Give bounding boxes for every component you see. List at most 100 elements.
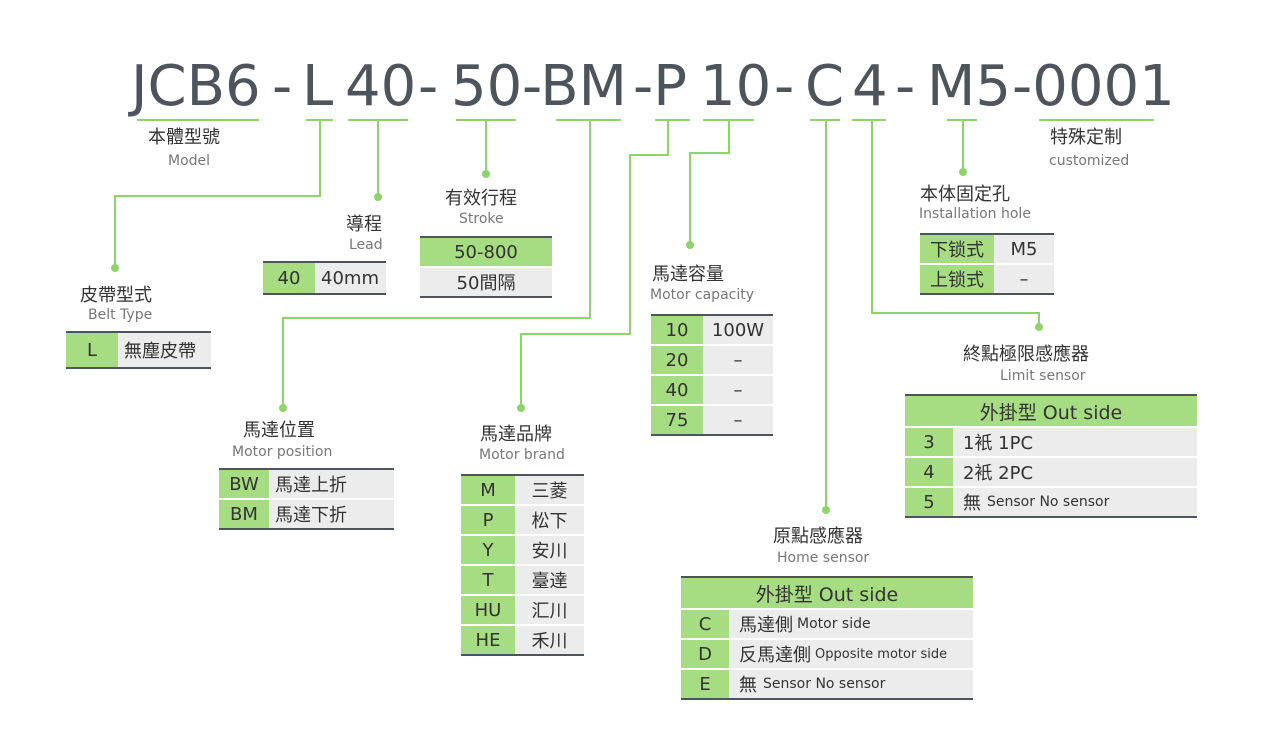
desc-cell: – — [703, 406, 773, 434]
code-cell: M — [461, 476, 515, 504]
desc-cell: – — [703, 346, 773, 374]
code-dash: - — [272, 54, 293, 119]
desc-en: Opposite motor side — [815, 646, 948, 662]
code-motor-capacity: 10 — [700, 54, 772, 119]
desc-cell: 松下 — [515, 506, 584, 534]
table-row: 40 – — [651, 376, 773, 406]
motor-position-label: 馬達位置 — [243, 420, 315, 441]
limit-sensor-label: 終點極限感應器 — [963, 344, 1089, 365]
table-row: P 松下 — [461, 506, 584, 536]
customized-label-en: customized — [1049, 153, 1130, 169]
lead-table: 40 40mm — [263, 261, 386, 295]
table-header: 外掛型 Out side — [905, 396, 1197, 428]
desc-zh: 反馬達側 — [739, 645, 811, 666]
code-cell: 上锁式 — [920, 265, 994, 293]
desc-cell: 無 Sensor No sensor — [953, 488, 1197, 516]
desc-cell: 無塵皮帶 — [118, 333, 211, 367]
home-sensor-label-en: Home sensor — [777, 550, 870, 566]
code-belt: L — [302, 54, 334, 119]
limit-sensor-label-en: Limit sensor — [1000, 368, 1086, 384]
desc-cell: 反馬達側 Opposite motor side — [729, 640, 973, 668]
code-cell: 3 — [905, 428, 953, 456]
code-series: JCB6 — [131, 54, 261, 119]
code-cell: HE — [461, 626, 515, 654]
code-limit-sensor: 4 — [852, 54, 888, 119]
desc-zh: 馬達側 — [739, 615, 793, 636]
code-cell: 40 — [651, 376, 703, 404]
table-header: 外掛型 Out side — [681, 578, 973, 610]
code-cell: C — [681, 610, 729, 638]
stroke-range-cell: 50-800 — [420, 238, 552, 266]
code-cell: D — [681, 640, 729, 668]
code-cell: 下锁式 — [920, 235, 994, 263]
table-row: HE 禾川 — [461, 626, 584, 654]
code-cell: E — [681, 670, 729, 698]
code-cell: L — [66, 333, 118, 367]
motor-capacity-label: 馬達容量 — [652, 264, 724, 285]
table-row: 50間隔 — [420, 268, 552, 296]
desc-cell: – — [994, 265, 1054, 293]
desc-zh: 無 — [739, 675, 757, 696]
motor-capacity-label-en: Motor capacity — [650, 287, 755, 303]
motor-position-table: BW 馬達上折 BM 馬達下折 — [219, 468, 394, 530]
desc-cell: 1衹 1PC — [953, 428, 1197, 456]
code-cell: T — [461, 566, 515, 594]
table-row: 4 2衹 2PC — [905, 458, 1197, 488]
table-row: 3 1衹 1PC — [905, 428, 1197, 458]
motor-brand-table: M 三菱 P 松下 Y 安川 T 臺達 HU 汇川 HE 禾川 — [461, 474, 584, 656]
table-row: L 無塵皮帶 — [66, 333, 211, 367]
table-row: BW 馬達上折 — [219, 470, 394, 500]
code-dash: - — [895, 54, 916, 119]
desc-cell: 馬達下折 — [269, 500, 394, 528]
motor-brand-label: 馬達品牌 — [480, 424, 552, 445]
code-cell: 4 — [905, 458, 953, 486]
code-cell: BM — [219, 500, 269, 528]
motor-brand-label-en: Motor brand — [479, 447, 565, 463]
desc-cell: 100W — [703, 316, 773, 344]
table-row: 50-800 — [420, 238, 552, 268]
desc-en: Sensor No sensor — [987, 494, 1110, 510]
code-motor-position: -BM — [522, 54, 627, 119]
table-row: 40 40mm — [263, 263, 386, 293]
code-cell: 10 — [651, 316, 703, 344]
install-hole-label-en: Installation hole — [919, 206, 1031, 222]
table-row: M 三菱 — [461, 476, 584, 506]
table-row: 10 100W — [651, 316, 773, 346]
code-cell: 40 — [263, 263, 315, 293]
code-home-sensor: C — [805, 54, 845, 119]
home-sensor-table: 外掛型 Out side C 馬達側 Motor side D 反馬達側 Opp… — [681, 576, 973, 700]
code-dash: - — [774, 54, 795, 119]
belt-type-table: L 無塵皮帶 — [66, 331, 211, 369]
code-cell: 20 — [651, 346, 703, 374]
motor-capacity-table: 10 100W 20 – 40 – 75 – — [651, 314, 773, 436]
desc-cell: – — [703, 376, 773, 404]
code-cell: P — [461, 506, 515, 534]
desc-cell: M5 — [994, 235, 1054, 263]
table-row: C 馬達側 Motor side — [681, 610, 973, 640]
customized-label: 特殊定制 — [1050, 127, 1122, 148]
code-cell: 75 — [651, 406, 703, 434]
desc-cell: 無 Sensor No sensor — [729, 670, 973, 698]
code-cell: BW — [219, 470, 269, 498]
install-hole-table: 下锁式 M5 上锁式 – — [920, 233, 1054, 295]
lead-label: 導程 — [346, 214, 382, 235]
table-row: D 反馬達側 Opposite motor side — [681, 640, 973, 670]
limit-sensor-table: 外掛型 Out side 3 1衹 1PC 4 2衹 2PC 5 無 Senso… — [905, 394, 1197, 518]
code-motor-brand: -P — [633, 54, 687, 119]
model-label-en: Model — [168, 153, 211, 169]
desc-en: Motor side — [797, 616, 871, 632]
desc-cell: 汇川 — [515, 596, 584, 624]
desc-cell: 馬達上折 — [269, 470, 394, 498]
table-row: 75 – — [651, 406, 773, 434]
lead-label-en: Lead — [349, 237, 383, 253]
table-row: 5 無 Sensor No sensor — [905, 488, 1197, 516]
desc-zh: 無 — [963, 493, 981, 514]
code-cell: HU — [461, 596, 515, 624]
code-cell: 5 — [905, 488, 953, 516]
code-dash: - — [418, 54, 439, 119]
desc-cell: 三菱 — [515, 476, 584, 504]
table-row: T 臺達 — [461, 566, 584, 596]
desc-cell: 安川 — [515, 536, 584, 564]
home-sensor-label: 原點感應器 — [773, 526, 863, 547]
